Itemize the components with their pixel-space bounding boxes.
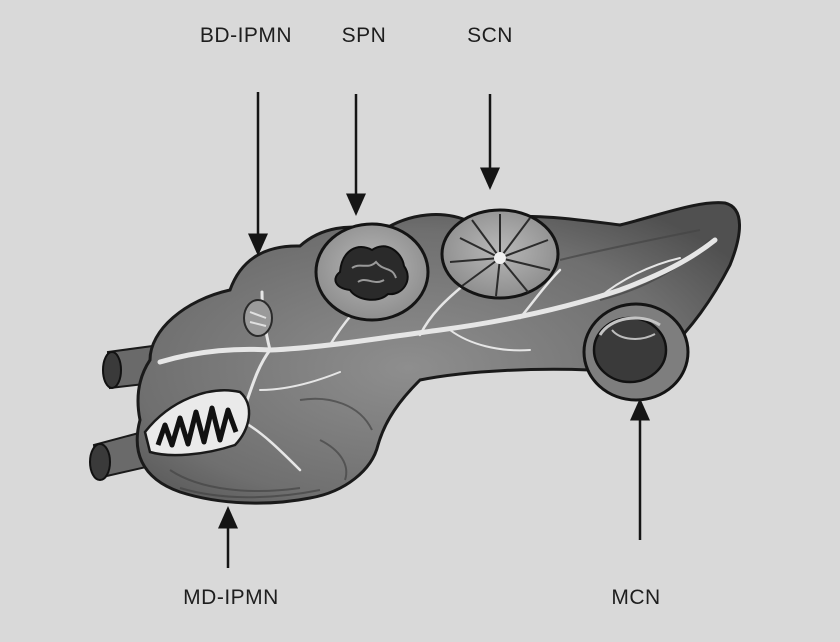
spn-lesion — [316, 224, 428, 320]
scn-lesion — [442, 210, 558, 298]
bd-ipmn-lesion — [244, 300, 272, 336]
label-md-ipmn: MD-IPMN — [183, 586, 279, 610]
label-bd-ipmn: BD-IPMN — [200, 24, 292, 48]
label-scn: SCN — [467, 24, 513, 48]
label-spn: SPN — [342, 24, 387, 48]
label-mcn: MCN — [611, 586, 660, 610]
mcn-lesion — [584, 304, 688, 400]
